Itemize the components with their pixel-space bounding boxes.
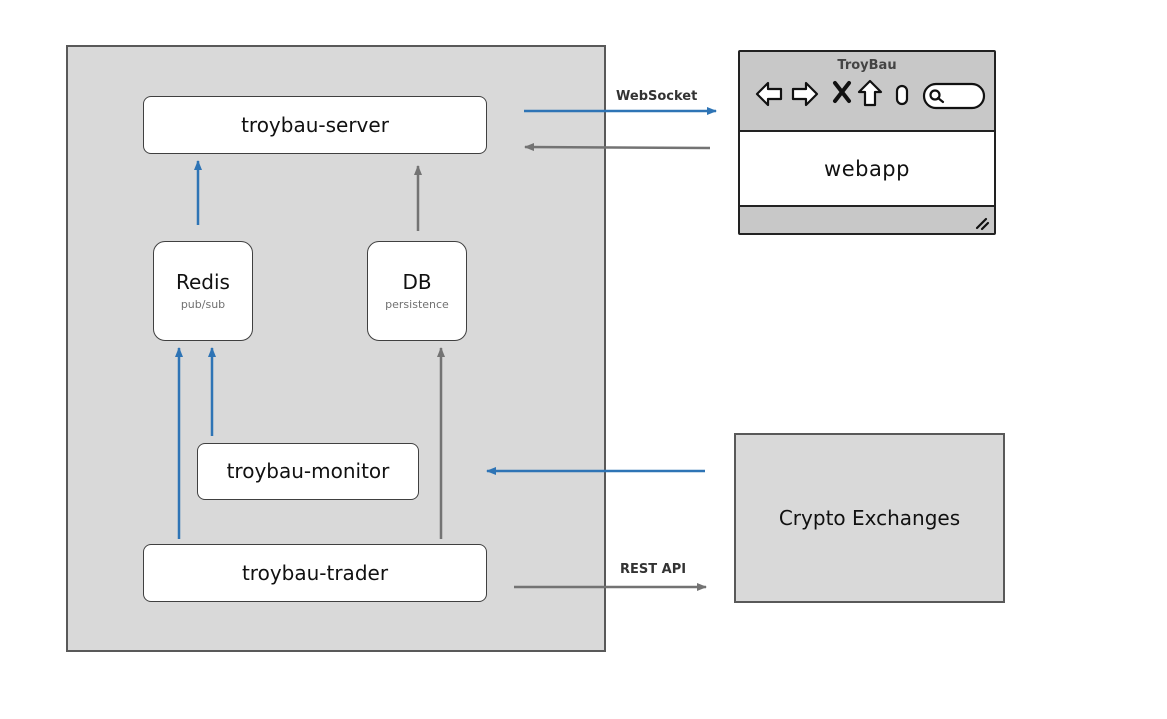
db-sublabel: persistence (385, 298, 449, 311)
troybau-monitor-label: troybau-monitor (226, 459, 390, 483)
db-node[interactable]: DB persistence (367, 241, 467, 341)
forward-icon[interactable] (790, 80, 820, 108)
redis-label: Redis (176, 270, 230, 294)
browser-toolbar: TroyBau (740, 52, 994, 132)
troybau-server-node[interactable]: troybau-server (143, 96, 487, 154)
redis-sublabel: pub/sub (180, 298, 226, 311)
webapp-label: webapp (824, 157, 910, 181)
reload-icon[interactable] (894, 83, 910, 107)
crypto-exchanges-node[interactable]: Crypto Exchanges (734, 433, 1005, 603)
troybau-monitor-node[interactable]: troybau-monitor (197, 443, 419, 500)
websocket-edge-label: WebSocket (616, 89, 698, 104)
redis-node[interactable]: Redis pub/sub (153, 241, 253, 341)
home-icon[interactable] (856, 78, 884, 108)
troybau-server-label: troybau-server (241, 112, 389, 137)
resize-grip-icon[interactable] (972, 213, 990, 231)
close-icon[interactable] (832, 80, 852, 104)
back-icon[interactable] (754, 80, 784, 108)
db-label: DB (402, 270, 432, 294)
browser-window-title: TroyBau (837, 58, 897, 73)
crypto-exchanges-label: Crypto Exchanges (778, 506, 961, 530)
browser-statusbar (740, 205, 994, 233)
webapp-content: webapp (740, 132, 994, 206)
troybau-trader-node[interactable]: troybau-trader (143, 544, 487, 602)
search-icon[interactable] (922, 82, 986, 110)
rest-api-edge-label: REST API (620, 562, 687, 577)
troybau-trader-label: troybau-trader (241, 560, 389, 585)
webapp-browser-window[interactable]: TroyBau webapp (738, 50, 996, 235)
